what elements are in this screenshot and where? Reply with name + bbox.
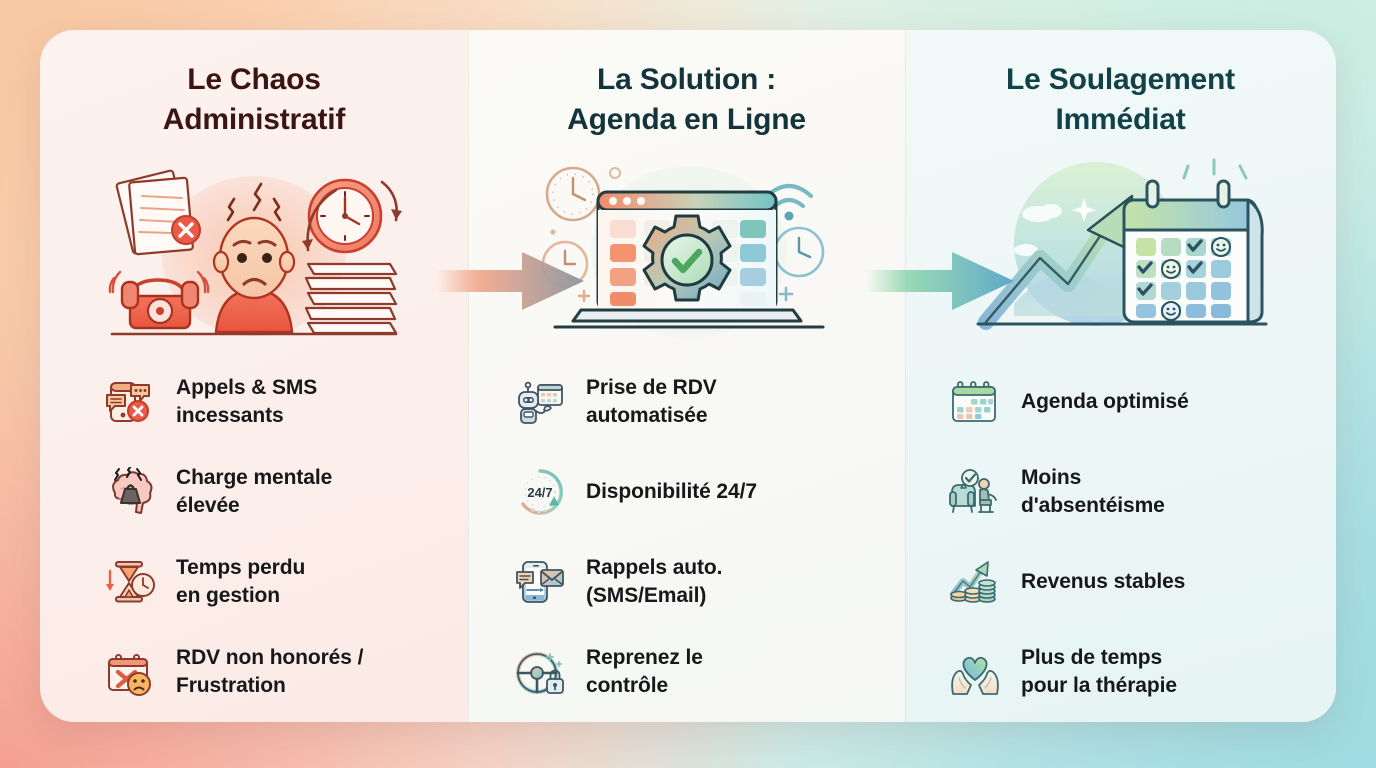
feature-item[interactable]: RDV non honorés / Frustration — [40, 627, 468, 717]
clock-24-7-icon: 24/7 — [512, 464, 568, 520]
growth-chart-coins-icon — [947, 554, 1003, 610]
phone-sms-email-icon — [512, 554, 568, 610]
chaos-feature-list: Appels & SMS incessants — [40, 357, 468, 717]
feature-label: RDV non honorés / Frustration — [176, 646, 364, 698]
relief-feature-list: Agenda optimisé — [905, 357, 1336, 717]
feature-item[interactable]: Rappels auto. (SMS/Email) — [468, 537, 905, 627]
feature-label: Temps perdu en gestion — [176, 556, 306, 608]
panel-chaos-title: Le Chaos Administratif — [162, 63, 346, 136]
feature-item[interactable]: Agenda optimisé — [905, 357, 1336, 447]
laptop-calendar-gear-check-illustration — [468, 151, 905, 347]
panel-solution: La Solution : Agenda en Ligne — [468, 30, 905, 722]
feature-label: Rappels auto. (SMS/Email) — [586, 556, 723, 608]
feature-item[interactable]: 24/7 Disponibilité 24/7 — [468, 447, 905, 537]
feature-item[interactable]: Appels & SMS incessants — [40, 357, 468, 447]
feature-item[interactable]: Charge mentale élevée — [40, 447, 468, 537]
svg-text:24/7: 24/7 — [527, 485, 552, 500]
panel-relief-title: Le Soulagement Immédiat — [1006, 63, 1235, 136]
feature-item[interactable]: Plus de temps pour la thérapie — [905, 627, 1336, 717]
feature-item[interactable]: Prise de RDV automatisée — [468, 357, 905, 447]
phone-messages-error-icon — [102, 374, 158, 430]
feature-item[interactable]: Reprenez le contrôle — [468, 627, 905, 717]
feature-label: Revenus stables — [1021, 570, 1186, 594]
robot-calendar-icon — [512, 374, 568, 430]
feature-label: Charge mentale élevée — [176, 466, 333, 518]
feature-label: Disponibilité 24/7 — [586, 480, 757, 504]
feature-item[interactable]: Revenus stables — [905, 537, 1336, 627]
stressed-person-paperwork-illustration — [40, 151, 468, 347]
feature-item[interactable]: Temps perdu en gestion — [40, 537, 468, 627]
steering-wheel-lock-icon — [512, 644, 568, 700]
feature-label: Prise de RDV automatisée — [586, 376, 717, 428]
panel-relief: Le Soulagement Immédiat — [905, 30, 1336, 722]
calendar-grid-icon — [947, 374, 1003, 430]
armchair-patient-check-icon — [947, 464, 1003, 520]
feature-label: Reprenez le contrôle — [586, 646, 703, 698]
feature-label: Agenda optimisé — [1021, 390, 1189, 414]
feature-label: Moins d'absentéisme — [1021, 466, 1165, 518]
solution-feature-list: Prise de RDV automatisée 24/7 — [468, 357, 905, 717]
panel-solution-title: La Solution : Agenda en Ligne — [567, 63, 806, 136]
hourglass-clock-icon — [102, 554, 158, 610]
feature-label: Plus de temps pour la thérapie — [1021, 646, 1177, 698]
feature-label: Appels & SMS incessants — [176, 376, 318, 428]
hands-heart-icon — [947, 644, 1003, 700]
calendar-cross-sad-face-icon — [102, 644, 158, 700]
brain-mental-load-icon — [102, 464, 158, 520]
infographic-card: Le Chaos Administratif — [40, 30, 1336, 722]
feature-item[interactable]: Moins d'absentéisme — [905, 447, 1336, 537]
growth-arrow-calendar-illustration — [905, 151, 1336, 347]
panel-chaos: Le Chaos Administratif — [40, 30, 468, 722]
